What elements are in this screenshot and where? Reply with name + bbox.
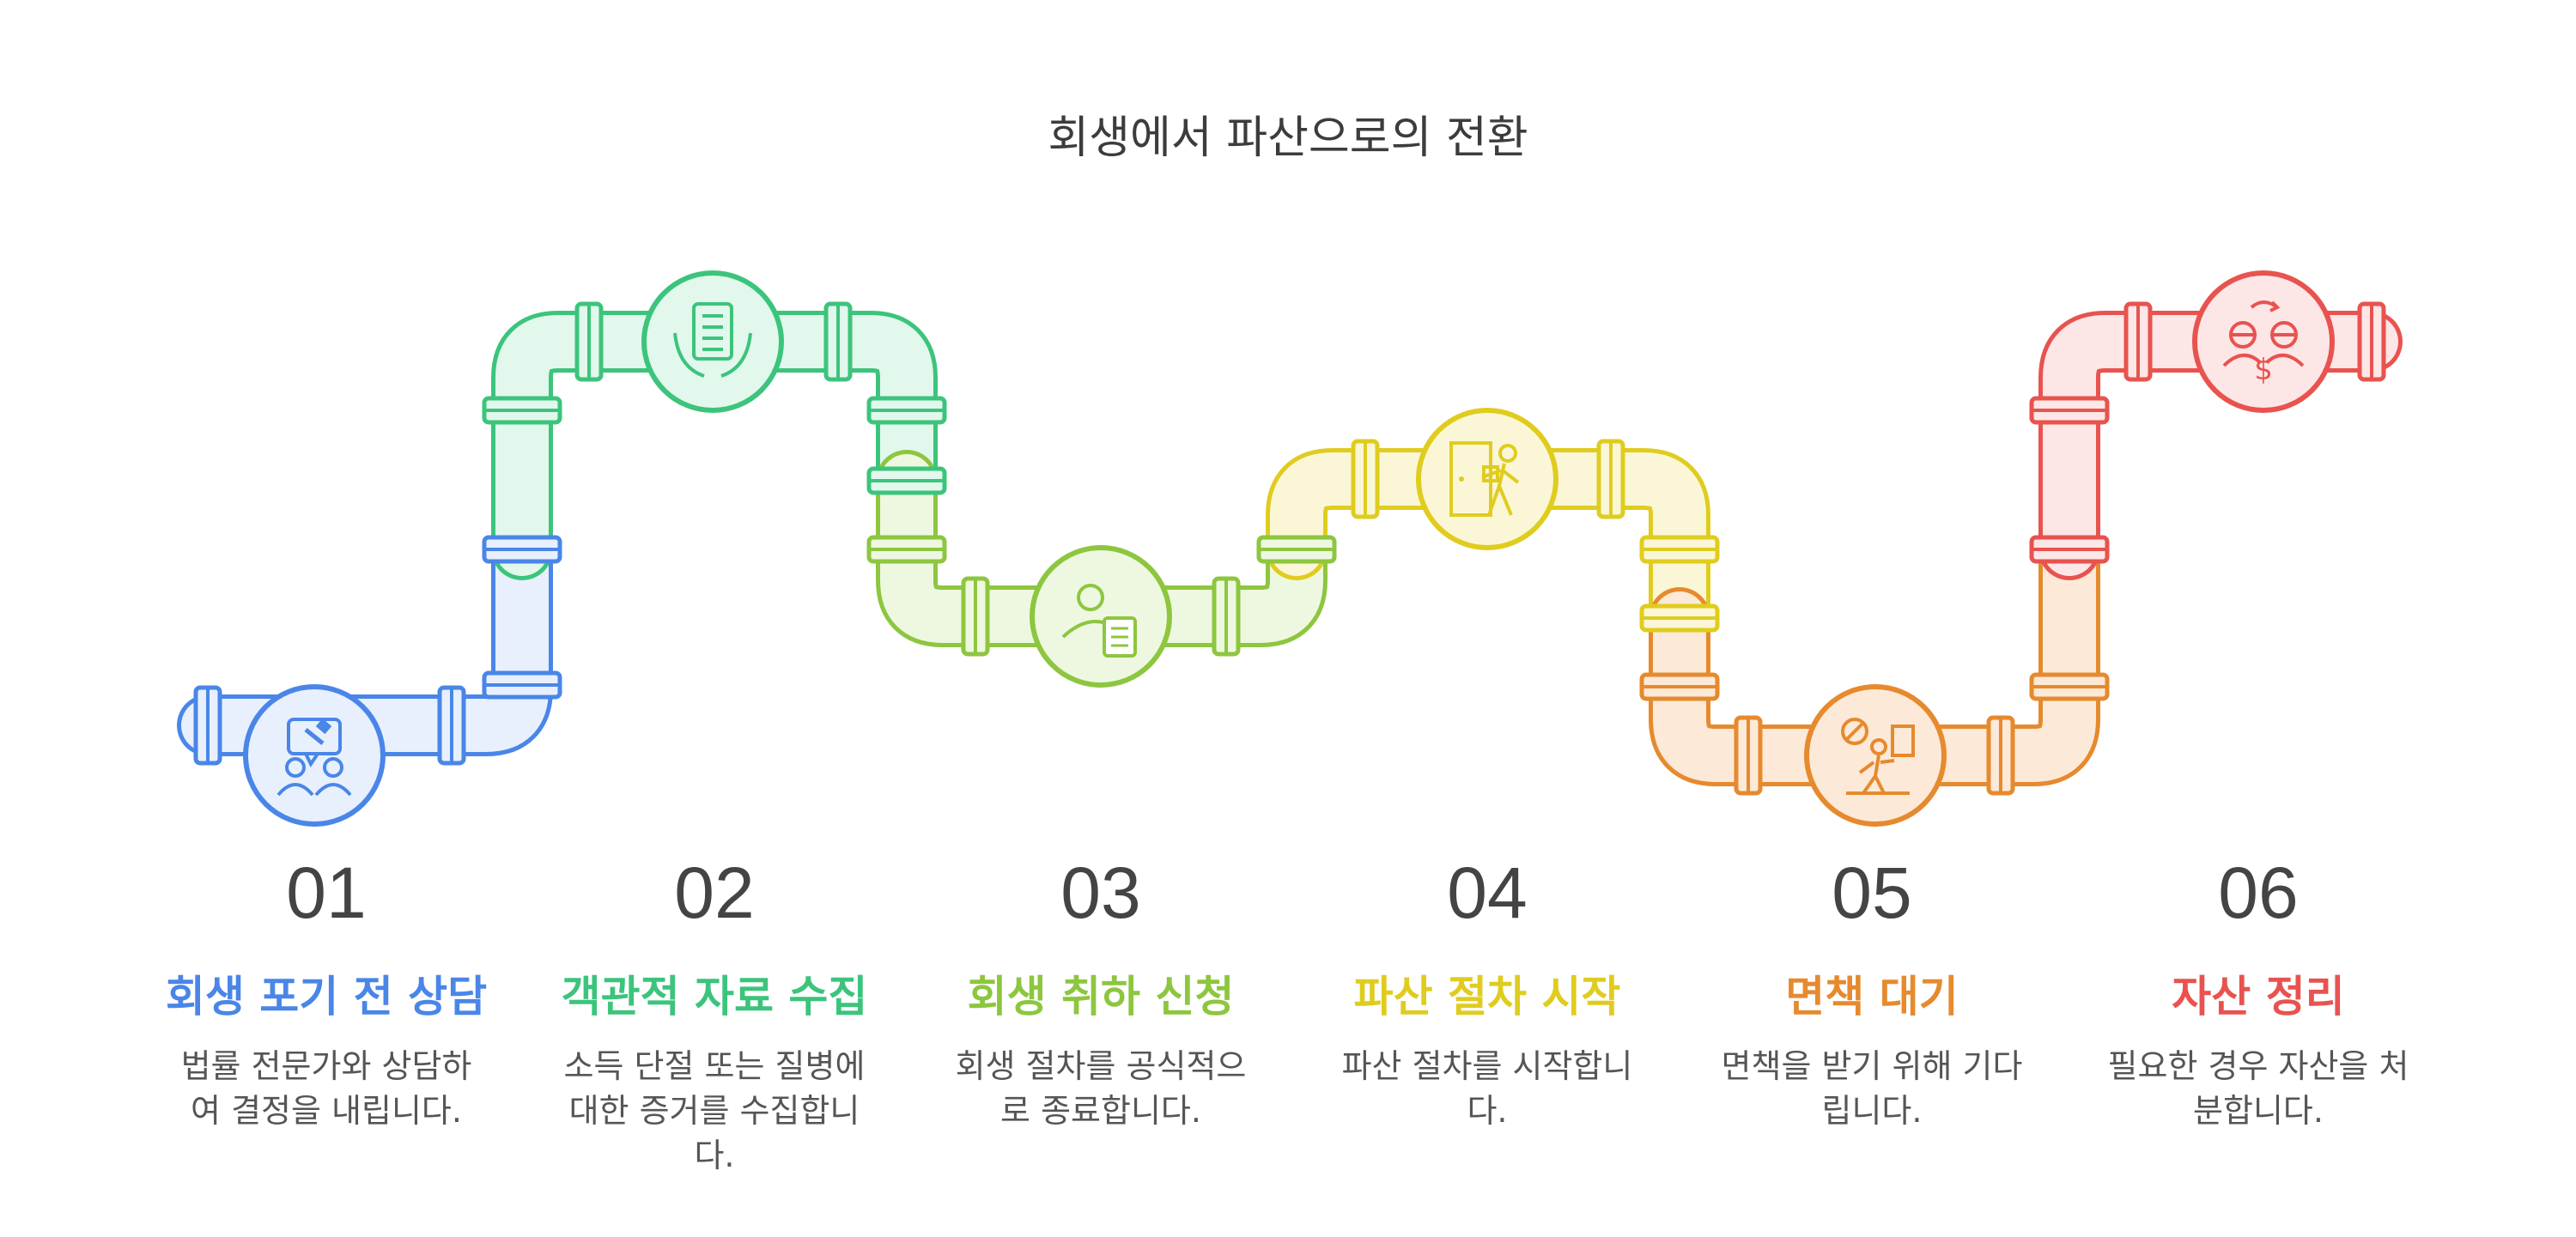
pipe-flange bbox=[961, 576, 990, 657]
pipe-flange bbox=[482, 396, 562, 425]
pipe-flange bbox=[2029, 396, 2110, 425]
step-heading: 면책 대기 bbox=[1785, 972, 1959, 1022]
step-heading: 파산 절차 시작 bbox=[1353, 972, 1621, 1022]
pipe-flange bbox=[866, 535, 947, 564]
step-heading: 객관적 자료 수집 bbox=[561, 972, 868, 1022]
step-description: 면책을 받기 위해 기다립니다. bbox=[1721, 1047, 2023, 1130]
pipe-flange bbox=[866, 396, 947, 425]
person-document-icon bbox=[1061, 584, 1137, 658]
pipe-flange bbox=[193, 685, 222, 766]
pipe-flange bbox=[823, 301, 853, 382]
step-heading: 회생 포기 전 상담 bbox=[165, 972, 488, 1022]
pipe-flange bbox=[2029, 672, 2110, 701]
step-node-3 bbox=[1030, 545, 1172, 688]
step-5: 05 면책 대기 면책을 받기 위해 기다립니다. bbox=[1700, 850, 2044, 1133]
consultation-icon bbox=[276, 718, 352, 797]
step-number: 03 bbox=[1060, 852, 1141, 933]
pipe-flange bbox=[1734, 715, 1763, 796]
pipe-flange bbox=[2029, 535, 2110, 564]
step-heading: 회생 취하 신청 bbox=[967, 972, 1235, 1022]
step-description: 법률 전문가와 상담하여 결정을 내립니다. bbox=[180, 1047, 472, 1130]
pipe-flange bbox=[482, 670, 562, 700]
step-3: 03 회생 취하 신청 회생 절차를 공식적으로 종료합니다. bbox=[929, 850, 1273, 1133]
pipe-flange bbox=[1351, 439, 1380, 519]
step-node-5 bbox=[1804, 684, 1947, 827]
pipe-flange bbox=[866, 466, 947, 495]
step-description: 필요한 경우 자산을 처분합니다. bbox=[2107, 1047, 2409, 1130]
step-node-2 bbox=[641, 270, 784, 413]
pipe-flange bbox=[1212, 576, 1241, 657]
step-number: 01 bbox=[286, 852, 367, 933]
pipe-flange bbox=[437, 685, 466, 766]
step-heading: 자산 정리 bbox=[2172, 972, 2345, 1022]
step-number: 06 bbox=[2218, 852, 2299, 933]
step-node-1 bbox=[243, 684, 386, 827]
step-4: 04 파산 절차 시작 파산 절차를 시작합니다. bbox=[1315, 850, 1659, 1133]
step-node-4 bbox=[1416, 408, 1558, 550]
pipe-flange bbox=[2123, 301, 2153, 382]
pipe-flange bbox=[2357, 301, 2386, 382]
pipe-flange bbox=[1639, 603, 1720, 633]
waiting-person-icon bbox=[1841, 718, 1915, 795]
pipe-flange bbox=[574, 301, 604, 382]
step-description: 소득 단절 또는 질병에 대한 증거를 수집합니다. bbox=[563, 1047, 866, 1174]
exit-door-icon bbox=[1449, 441, 1520, 517]
document-hands-icon bbox=[673, 302, 752, 378]
step-node-6: $ bbox=[2192, 270, 2335, 413]
pipe-flange bbox=[1256, 535, 1337, 564]
step-number: 05 bbox=[1832, 852, 1912, 933]
step-number: 02 bbox=[674, 852, 755, 933]
pipe-flange bbox=[1596, 439, 1625, 519]
svg-text:$: $ bbox=[2254, 353, 2273, 387]
pipe-flange bbox=[482, 535, 562, 564]
step-1: 01 회생 포기 전 상담 법률 전문가와 상담하여 결정을 내립니다. bbox=[155, 850, 498, 1133]
pipe-flange bbox=[1986, 715, 2015, 796]
step-6: 06 자산 정리 필요한 경우 자산을 처분합니다. bbox=[2087, 850, 2430, 1133]
step-number: 04 bbox=[1447, 852, 1528, 933]
asset-exchange-icon: $ bbox=[2222, 300, 2305, 387]
step-description: 회생 절차를 공식적으로 종료합니다. bbox=[955, 1047, 1247, 1130]
step-description: 파산 절차를 시작합니다. bbox=[1341, 1047, 1633, 1130]
pipe-flange bbox=[1639, 672, 1720, 701]
pipe-flange bbox=[1639, 535, 1720, 564]
step-2: 02 객관적 자료 수집 소득 단절 또는 질병에 대한 증거를 수집합니다. bbox=[543, 850, 886, 1178]
diagram-title: 회생에서 파산으로의 전환 bbox=[1048, 112, 1528, 164]
